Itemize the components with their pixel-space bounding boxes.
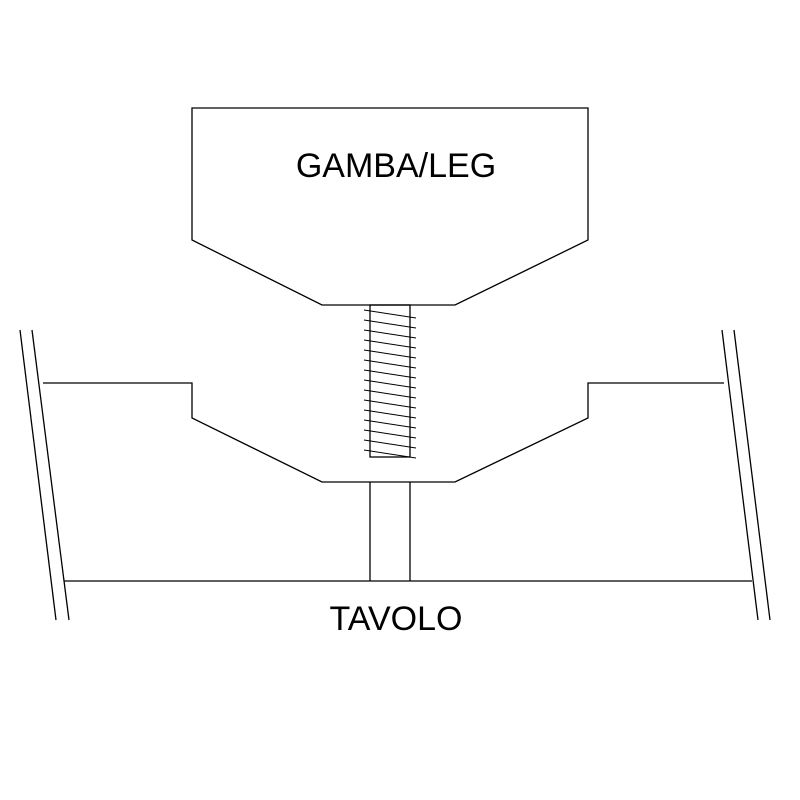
left-break-line-outer [19, 329, 57, 621]
screw-thread-line [363, 449, 417, 459]
table-mounting-plate [43, 382, 724, 483]
screw-thread-line [363, 369, 417, 379]
right-break-line-outer [721, 329, 759, 621]
screw-thread-line [363, 319, 417, 329]
right-break-line-inner [733, 329, 771, 621]
screw-thread-line [363, 329, 417, 339]
screw-thread-line [363, 339, 417, 349]
table-label: TAVOLO [330, 600, 463, 638]
screw-threads [363, 309, 417, 459]
left-break-line-inner [31, 329, 70, 621]
screw-thread-line [363, 409, 417, 419]
screw-thread-line [363, 389, 417, 399]
screw-thread-line [363, 399, 417, 409]
screw-thread-line [363, 379, 417, 389]
screw-thread-line [363, 429, 417, 439]
screw-thread-line [363, 439, 417, 449]
screw-thread-line [363, 419, 417, 429]
screw-thread-line [363, 309, 417, 319]
leg-block [191, 107, 589, 306]
screw-thread-line [363, 359, 417, 369]
screw-thread-line [363, 349, 417, 359]
leg-label: GAMBA/LEG [296, 147, 496, 185]
